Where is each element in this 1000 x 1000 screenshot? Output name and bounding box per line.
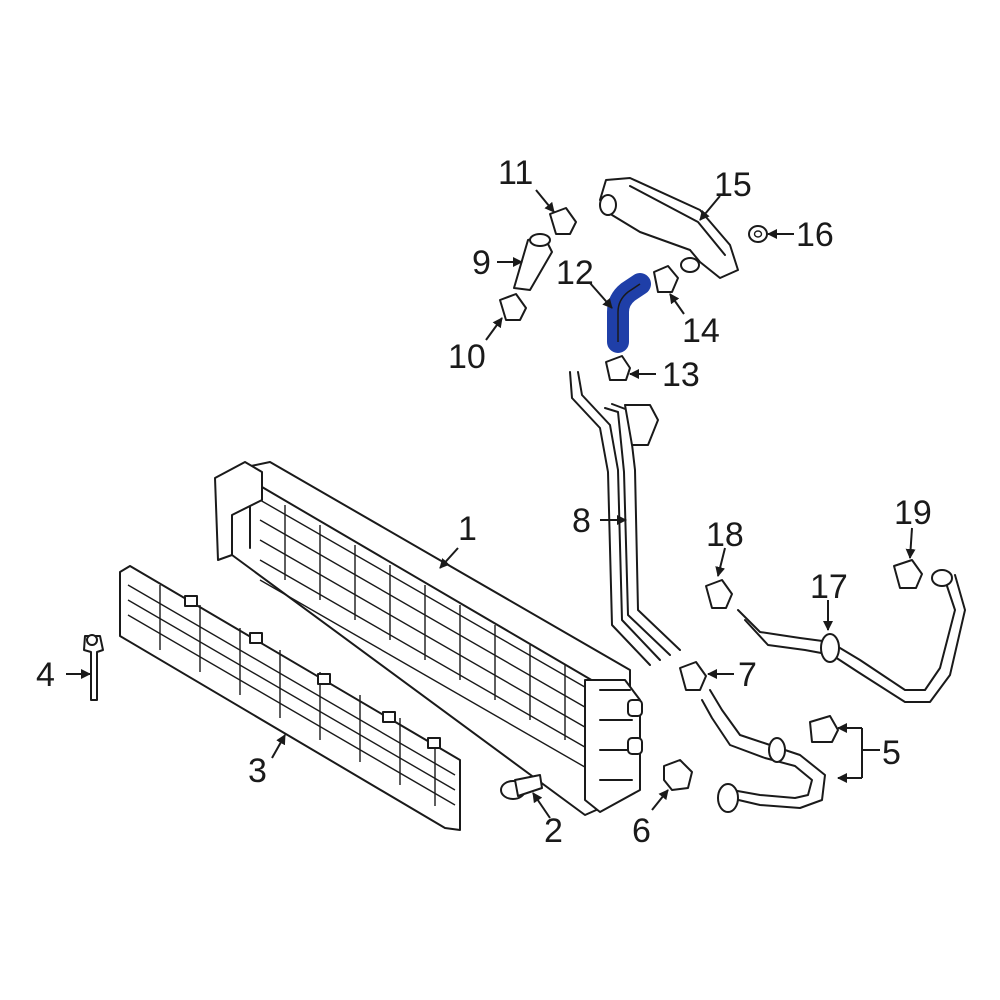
hose-part-5[interactable] [701,689,839,813]
callout-15: 15 [714,166,752,204]
bolt-part-2[interactable] [500,774,543,800]
clamp-part-11[interactable] [549,207,577,235]
clamp-part-6[interactable] [663,759,693,791]
callout-14: 14 [682,312,720,350]
hose-part-9[interactable] [513,233,553,291]
callout-13: 13 [662,356,700,394]
callout-8: 8 [572,502,591,540]
callout-7: 7 [738,656,757,694]
leader-lines [66,189,916,819]
hose-part-17[interactable] [737,569,966,703]
callout-16: 16 [796,216,834,254]
pipe-part-8[interactable] [569,371,681,666]
clip-part-4[interactable] [83,634,104,701]
callout-18: 18 [706,516,744,554]
clamp-part-7[interactable] [679,661,707,691]
callout-10: 10 [448,338,486,376]
manifold-part-15[interactable] [599,177,739,279]
callout-3: 3 [248,752,267,790]
clamp-part-18[interactable] [705,579,733,609]
hose-part-12[interactable] [607,273,651,353]
callout-9: 9 [472,244,491,282]
radiator-part-1[interactable] [214,461,643,816]
clamp-part-10[interactable] [499,293,527,321]
callout-17: 17 [810,568,848,606]
callout-12: 12 [556,254,594,292]
callout-19: 19 [894,494,932,532]
callout-6: 6 [632,812,651,850]
air-guide-part-3[interactable] [119,565,461,831]
washer-part-16[interactable] [748,225,768,243]
callout-2: 2 [544,812,563,850]
clamp-part-13[interactable] [605,355,631,381]
clamp-part-14[interactable] [653,265,679,293]
callout-4: 4 [36,656,55,694]
callout-labels: 1 2 3 4 5 6 7 8 9 10 11 12 13 14 15 16 1… [36,154,932,850]
callout-1: 1 [458,510,477,548]
callout-11: 11 [498,154,533,192]
clamp-part-19[interactable] [893,559,923,589]
callout-5: 5 [882,734,901,772]
